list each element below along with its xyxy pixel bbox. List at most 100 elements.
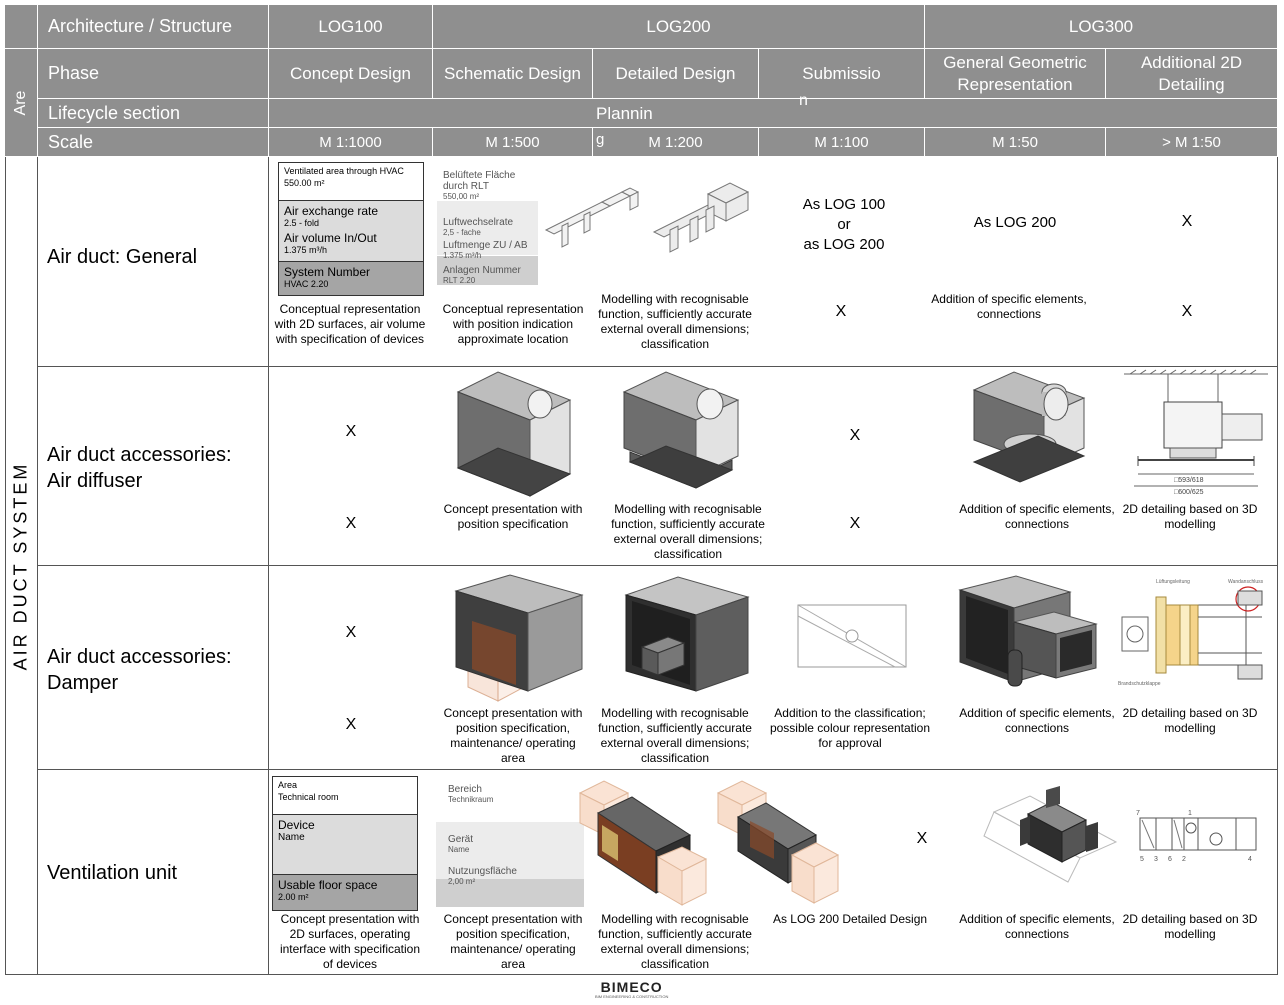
card-rate-value: 2.5 - fold bbox=[284, 218, 320, 228]
phase-general-geometric: General Geometric Representation bbox=[925, 49, 1106, 99]
duct-line-drawing-simple bbox=[544, 187, 640, 248]
damper-box-general bbox=[958, 575, 1098, 687]
card-system-value: HVAC 2.20 bbox=[284, 279, 329, 289]
diffuser-concept-mark-bottom: X bbox=[345, 515, 357, 532]
submission-wrap: n bbox=[799, 92, 808, 109]
damper-caption-general: Addition of specific elements, connectio… bbox=[959, 706, 1115, 735]
ghost-device-title: Gerät bbox=[448, 834, 474, 845]
ghost-floor-value: 2,00 m² bbox=[448, 877, 476, 886]
unit-number-6: 6 bbox=[1168, 856, 1172, 863]
general-additional-mark-bottom: X bbox=[1181, 303, 1193, 320]
phase-submission: Submissio bbox=[759, 49, 925, 99]
unit-data-card: Area Technical room Device Name Usable f… bbox=[272, 776, 418, 911]
log300-header: LOG300 bbox=[925, 5, 1278, 49]
diffuser-caption-general: Addition of specific elements, connectio… bbox=[959, 502, 1115, 531]
side-label: AIR DUCT SYSTEM bbox=[10, 461, 31, 670]
general-submission-text: As LOG 100 or as LOG 200 bbox=[802, 196, 886, 253]
scale-submission: M 1:100 bbox=[759, 128, 925, 157]
phase-additional-2d: Additional 2D Detailing bbox=[1106, 49, 1278, 99]
unit-caption-submission: As LOG 200 Detailed Design bbox=[772, 912, 928, 926]
diffuser-box-general bbox=[972, 371, 1086, 483]
ghost-system-title: Anlagen Nummer bbox=[443, 265, 521, 276]
grid-line bbox=[38, 565, 1278, 566]
ghost-band-dark bbox=[436, 879, 584, 907]
area-label: Are bbox=[12, 90, 29, 115]
ghost-volume-title: Luftmenge ZU / AB bbox=[443, 240, 528, 251]
unit-number-7: 7 bbox=[1136, 810, 1140, 817]
diffuser-section-drawing: □593/618 □600/625 bbox=[1124, 369, 1268, 496]
damper-caption-submission: Addition to the classification; possible… bbox=[769, 706, 931, 750]
damper-caption-schematic: Concept presentation with position speci… bbox=[443, 706, 583, 765]
diffuser-caption-detailed: Modelling with recognisable function, su… bbox=[611, 502, 765, 561]
card-section: Device Name bbox=[273, 814, 417, 874]
diffuser-submission-mark-top: X bbox=[849, 427, 861, 444]
damper-line-drawing bbox=[797, 604, 907, 668]
scale-additional: > M 1:50 bbox=[1106, 128, 1278, 157]
scale-concept: M 1:1000 bbox=[269, 128, 433, 157]
card-section: Air exchange rate 2.5 - fold Air volume … bbox=[279, 200, 423, 261]
card-area-value: 550.00 m² bbox=[284, 178, 325, 188]
unit-model-general bbox=[983, 786, 1118, 883]
ghost-card-general: Belüftete Fläche durch RLT 550,00 m² Luf… bbox=[443, 170, 541, 285]
side-column: AIR DUCT SYSTEM bbox=[5, 157, 38, 974]
card-device-title: Device bbox=[278, 818, 315, 832]
logo-subtext: BIM ENGINEERING & CONSTRUCTION bbox=[595, 994, 669, 999]
lifecycle-label-text: Lifecycle section bbox=[48, 102, 181, 123]
logo-text: BIMECO bbox=[600, 979, 663, 995]
lifecycle-wrap: g bbox=[596, 131, 605, 148]
ghost-band-light bbox=[437, 201, 538, 255]
unit-number-4: 4 bbox=[1248, 856, 1252, 863]
card-section: System Number HVAC 2.20 bbox=[279, 261, 423, 295]
card-area-title: Ventilated area through HVAC bbox=[284, 166, 404, 176]
unit-number-2: 2 bbox=[1182, 856, 1186, 863]
unit-caption-general: Addition of specific elements, connectio… bbox=[959, 912, 1115, 941]
unit-section-drawing: 7 1 5 3 6 2 4 bbox=[1136, 810, 1257, 863]
ghost-rate-value: 2,5 - fache bbox=[443, 228, 481, 237]
lifecycle-label: Lifecycle section bbox=[38, 99, 269, 128]
row-title-unit: Ventilation unit bbox=[47, 862, 178, 884]
damper-detail-label-3: Brandschutzklappe bbox=[1118, 681, 1161, 687]
diffuser-submission-mark-bottom: X bbox=[849, 515, 861, 532]
general-additional-mark-top: X bbox=[1181, 213, 1193, 230]
general-caption-general: Addition of specific elements, connectio… bbox=[931, 292, 1087, 321]
unit-caption-additional: 2D detailing based on 3D modelling bbox=[1122, 912, 1258, 941]
corner-topleft bbox=[5, 5, 38, 49]
diffuser-box-schematic bbox=[456, 371, 572, 497]
log100-header: LOG100 bbox=[269, 5, 433, 49]
card-unit-area-title: Area bbox=[278, 780, 298, 790]
phase-detailed: Detailed Design bbox=[593, 49, 759, 99]
damper-box-detailed bbox=[624, 576, 750, 692]
ghost-unit-area-value: Technikraum bbox=[448, 795, 494, 804]
damper-section-drawing: Lüftungsleitung Wandanschluss Brandschut… bbox=[1118, 579, 1264, 687]
ghost-card-unit: Bereich Technikraum Gerät Name Nutzungsf… bbox=[448, 784, 578, 886]
grid-line bbox=[5, 974, 1278, 975]
unit-number-1: 1 bbox=[1188, 810, 1192, 817]
card-unit-area-value: Technical room bbox=[278, 792, 339, 802]
general-caption-schematic: Conceptual representation with position … bbox=[442, 302, 584, 346]
unit-caption-concept: Concept presentation with 2D surfaces, o… bbox=[279, 912, 421, 971]
ghost-band-dark bbox=[437, 256, 538, 285]
diffuser-caption-schematic: Concept presentation with position speci… bbox=[443, 502, 583, 531]
card-floor-value: 2.00 m² bbox=[278, 892, 309, 902]
ghost-floor-title: Nutzungsfläche bbox=[448, 866, 517, 877]
unit-caption-schematic: Concept presentation with position speci… bbox=[443, 912, 583, 971]
row-title-damper: Air duct accessories: Damper bbox=[47, 646, 232, 694]
log200-header: LOG200 bbox=[433, 5, 925, 49]
card-system-title: System Number bbox=[284, 265, 371, 279]
damper-caption-additional: 2D detailing based on 3D modelling bbox=[1122, 706, 1258, 735]
phase-label: Phase bbox=[38, 49, 269, 99]
ghost-system-value: RLT 2.20 bbox=[443, 276, 476, 285]
diffuser-concept-mark-top: X bbox=[345, 423, 357, 440]
ghost-area-value: 550,00 m² bbox=[443, 192, 480, 201]
card-volume-value: 1.375 m³/h bbox=[284, 245, 328, 255]
damper-concept-mark-bottom: X bbox=[345, 716, 357, 733]
damper-detail-label-1: Lüftungsleitung bbox=[1156, 579, 1190, 585]
ghost-unit-area-title: Bereich bbox=[448, 784, 482, 795]
card-section: Usable floor space 2.00 m² bbox=[273, 874, 417, 910]
unit-caption-detailed: Modelling with recognisable function, su… bbox=[598, 912, 752, 971]
scale-schematic: M 1:500 bbox=[433, 128, 593, 157]
unit-submission-mark: X bbox=[916, 830, 928, 847]
unit-model-detailed bbox=[578, 780, 708, 906]
diffuser-caption-additional: 2D detailing based on 3D modelling bbox=[1122, 502, 1258, 531]
row-title-diffuser: Air duct accessories: Air diffuser bbox=[47, 444, 232, 492]
